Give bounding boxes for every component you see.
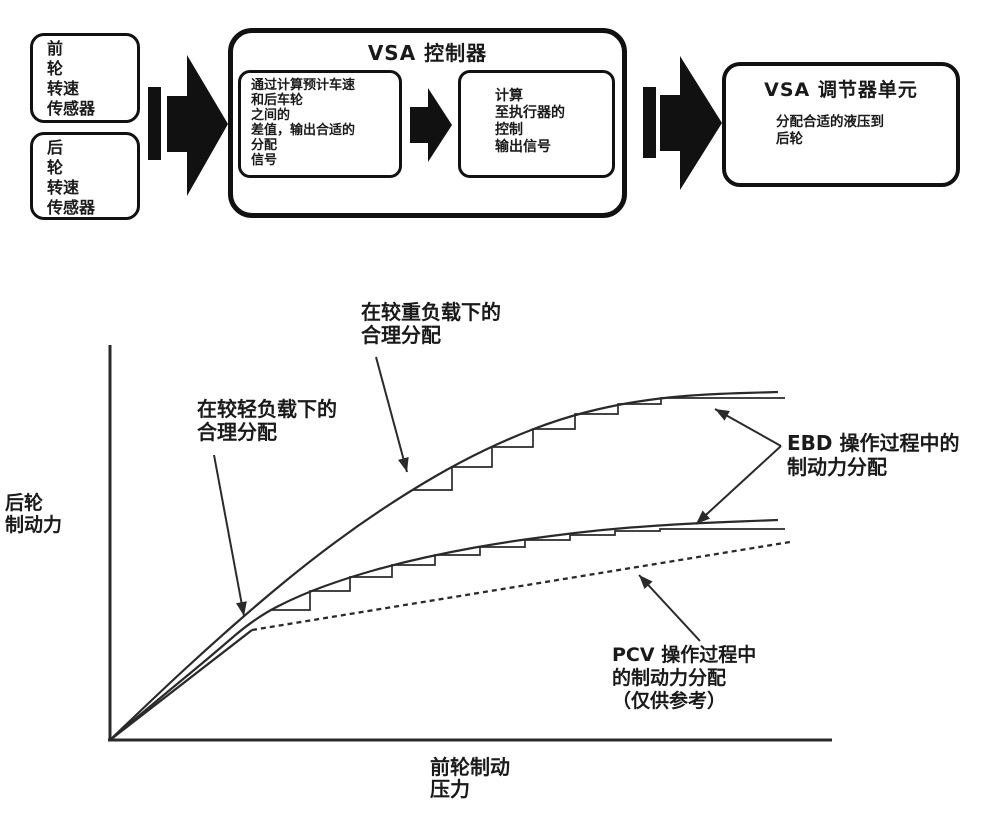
rear-wheel-speed-sensor-box: 后 轮 转速 传感器: [30, 132, 140, 220]
step1-line: 信号: [251, 153, 278, 168]
step1-line: 分配: [251, 138, 278, 153]
annotation-line: PCV 操作过程中: [612, 644, 757, 666]
annotation-line: 合理分配: [361, 323, 441, 347]
step1-line: 通过计算预计车速: [251, 78, 356, 93]
arrowhead-icon-ebd-0: [715, 409, 730, 421]
sensor-line: 转速: [47, 79, 80, 98]
annotation-line: 制动力分配: [787, 455, 887, 479]
modulator-body-line: 后轮: [776, 131, 803, 147]
arrowhead-icon-light-0: [236, 601, 247, 616]
vsa-controller-box: VSA 控制器 通过计算预计车速 和后车轮 之间的 差值，输出合适的 分配 信号…: [228, 28, 627, 218]
x-axis-label-line: 压力: [430, 777, 470, 801]
vsa-modulator-unit-box: VSA 调节器单元 分配合适的液压到 后轮: [722, 62, 960, 187]
series-ideal-light: [109, 518, 779, 741]
block-arrow-icon: [643, 56, 722, 190]
step1-line: 差值，输出合适的: [251, 123, 356, 138]
controller-step2-box: 计算 至执行器的 控制 输出信号: [458, 70, 615, 178]
front-wheel-speed-sensor-box: 前 轮 转速 传感器: [30, 33, 140, 123]
modulator-body-line: 分配合适的液压到: [776, 114, 884, 130]
step1-line: 之间的: [251, 108, 291, 123]
vsa-controller-title: VSA 控制器: [367, 41, 488, 65]
annotation-light-load: 在较轻负载下的 合理分配: [197, 398, 337, 444]
sensor-line: 前: [47, 39, 64, 58]
x-axis-label: 前轮制动 压力: [430, 756, 510, 800]
step1-line: 和后车轮: [251, 93, 304, 108]
series-pcv-dashed: [251, 540, 791, 632]
annotation-pcv: PCV 操作过程中 的制动力分配 （仅供参考）: [612, 644, 756, 713]
annotation-ebd: EBD 操作过程中的 制动力分配: [787, 431, 959, 479]
annotation-line: （仅供参考）: [612, 690, 727, 712]
step2-line: 输出信号: [495, 139, 551, 155]
step2-line: 控制: [495, 122, 523, 138]
vsa-modulator-title: VSA 调节器单元: [764, 79, 918, 101]
arrowhead-icon-heavy-0: [398, 457, 409, 472]
annotation-line: 在较轻负载下的: [197, 397, 337, 421]
block-arrow-icon: [148, 55, 228, 196]
series-ebd-steps-heavy: [413, 397, 785, 491]
annotation-heavy-load: 在较重负载下的 合理分配: [361, 301, 501, 347]
step2-line: 至执行器的: [495, 105, 565, 121]
annotation-line: 合理分配: [197, 420, 277, 444]
sensor-line: 后: [47, 138, 64, 157]
sensor-line: 传感器: [47, 198, 96, 217]
step2-line: 计算: [495, 88, 523, 104]
series-ideal-heavy: [109, 390, 779, 741]
controller-step1-box: 通过计算预计车速 和后车轮 之间的 差值，输出合适的 分配 信号: [238, 70, 402, 178]
y-axis-label-line: 后轮: [5, 492, 44, 514]
leader-line-heavy-0: [375, 356, 408, 473]
leader-line-pcv-0: [638, 574, 701, 642]
brake-force-distribution-chart: 后轮 制动力 前轮制动 压力 在较重负载下的 合理分配 在较轻负载下的 合理分配…: [0, 300, 998, 831]
annotation-line: 在较重负载下的: [361, 300, 501, 324]
sensor-line: 轮: [47, 158, 64, 177]
series-ebd-steps-light: [270, 528, 785, 611]
sensor-line: 转速: [47, 178, 80, 197]
sensor-line: 传感器: [47, 99, 96, 118]
arrowhead-icon-ebd-1: [696, 510, 711, 524]
series-base-line: [109, 629, 253, 741]
x-axis-label-line: 前轮制动: [430, 755, 510, 779]
y-axis-label: 后轮 制动力: [5, 492, 62, 536]
annotation-line: 的制动力分配: [612, 667, 727, 689]
chart-canvas: [108, 345, 832, 742]
leader-line-light-0: [213, 454, 245, 617]
leader-line-ebd-1: [695, 445, 782, 525]
y-axis-label-line: 制动力: [5, 514, 63, 536]
annotation-line: EBD 操作过程中的: [787, 431, 960, 455]
arrowhead-icon-pcv-0: [639, 575, 653, 590]
sensor-line: 轮: [47, 59, 64, 78]
